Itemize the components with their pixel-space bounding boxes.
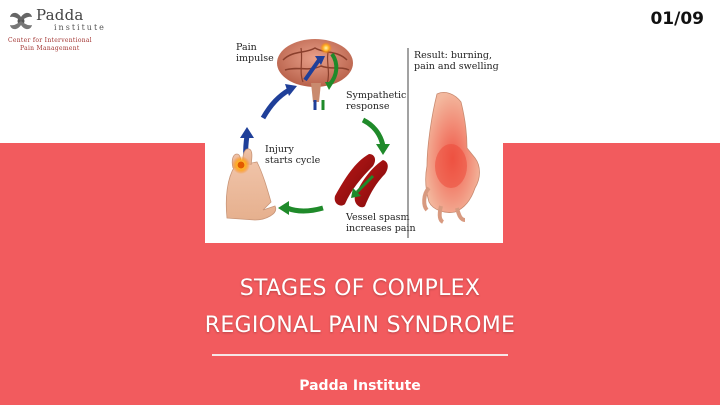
crps-illustration [225, 39, 480, 238]
logo-mark-icon [10, 12, 32, 30]
swollen-hand-icon [422, 92, 480, 224]
logo: Padda institute Center for Interventiona… [8, 6, 104, 54]
logo-name: Padda [36, 6, 84, 24]
blood-vessel-icon [334, 154, 388, 208]
injured-hand-icon [225, 148, 277, 221]
title-underline [212, 354, 508, 356]
label-vessel-spasm: Vessel spasm increases pain [346, 212, 416, 234]
logo-subtitle: institute [54, 23, 106, 32]
slide-title-line-2: REGIONAL PAIN SYNDROME [204, 313, 516, 338]
arrow-up-icon [303, 58, 321, 82]
label-pain-impulse: Pain impulse [236, 42, 274, 64]
logo-tagline-2: Pain Management [20, 45, 80, 52]
footer-organization: Padda Institute [299, 378, 421, 394]
label-injury-starts-cycle: Injury starts cycle [265, 144, 321, 166]
page-number: 01/09 [650, 9, 704, 29]
crps-cycle-figure: Pain impulse Sympathetic response Injury… [205, 38, 503, 243]
logo-tagline-1: Center for Interventional [8, 37, 93, 44]
label-sympathetic-response: Sympathetic response [346, 90, 407, 112]
slide-title-line-1: STAGES OF COMPLEX [239, 276, 481, 301]
label-result: Result: burning, pain and swelling [414, 50, 499, 72]
